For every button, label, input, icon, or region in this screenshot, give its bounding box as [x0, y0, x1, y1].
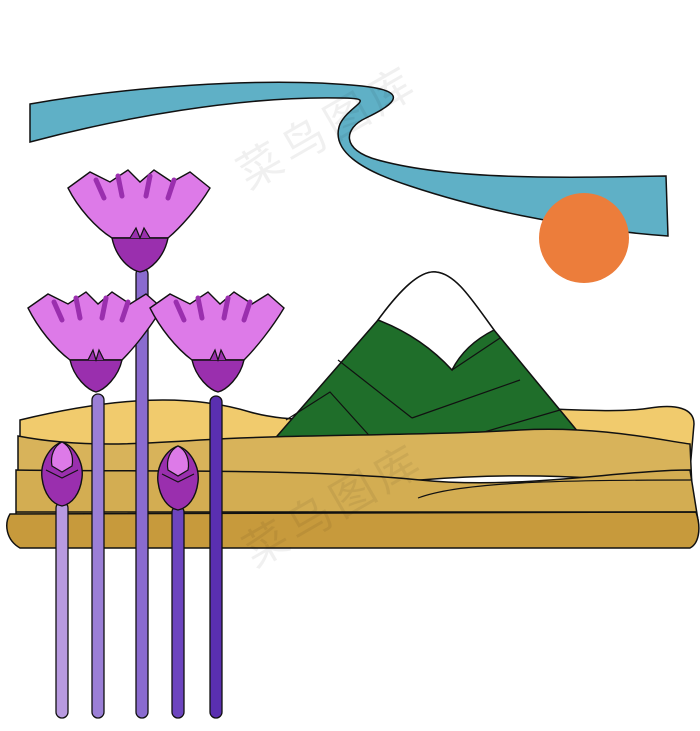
stem	[91, 393, 105, 719]
stem	[171, 505, 185, 719]
lotus-flower	[67, 169, 211, 273]
bottom-sand-band	[6, 511, 700, 549]
lotus-bud	[157, 445, 199, 511]
lotus-flower	[149, 291, 285, 393]
lotus-bud	[41, 441, 83, 507]
sun-circle	[539, 193, 629, 283]
lotus-flower	[27, 291, 163, 393]
flower-stems	[55, 267, 223, 719]
river-shape	[29, 81, 669, 237]
stem	[209, 395, 223, 719]
stem	[55, 501, 69, 719]
